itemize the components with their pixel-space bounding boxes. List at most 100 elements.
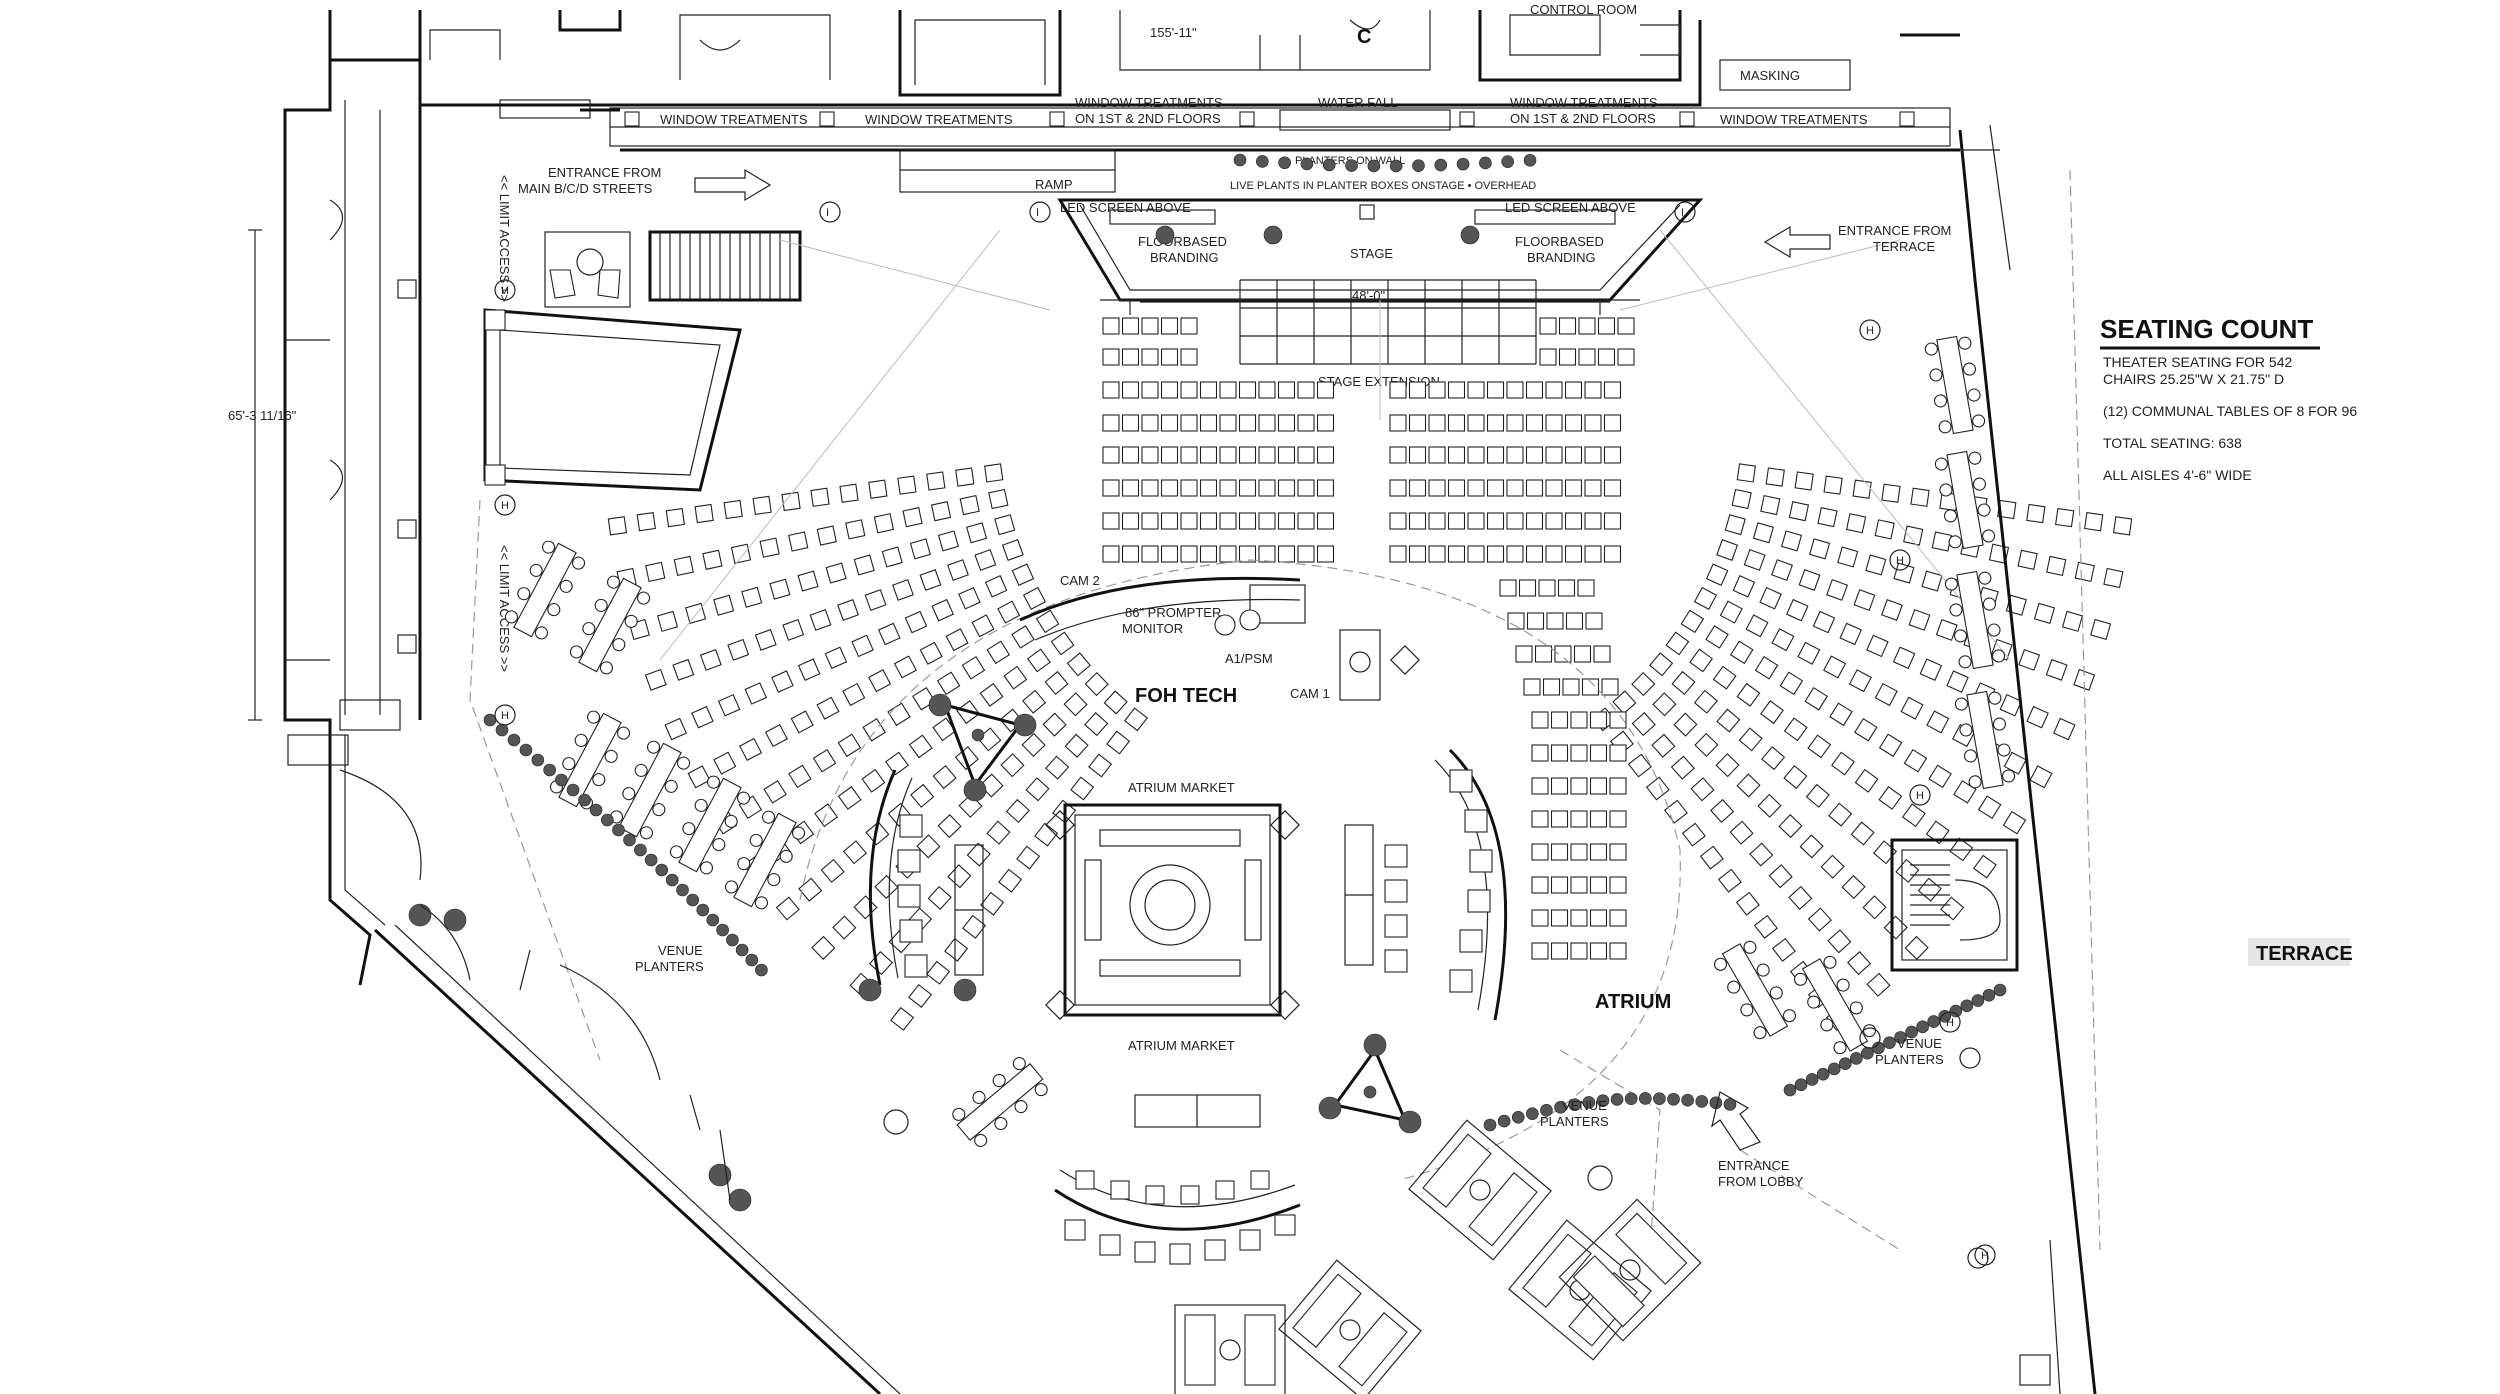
theater-chair [1829,702,1853,727]
table-chair [1978,571,1992,585]
sofa [1244,1314,1276,1386]
planter [589,803,603,817]
window-treatments-4: WINDOW TREATMENTS [1510,95,1658,110]
theater-chair [1609,810,1627,828]
window-treatments-2: WINDOW TREATMENTS [865,112,1013,127]
table-chair [1012,1057,1026,1071]
theater-chair [2061,610,2084,632]
theater-chair [1121,317,1140,335]
communal-table [1793,955,1877,1055]
table-chair [1939,483,1953,497]
theater-chair [1518,579,1537,597]
theater-chair [878,622,901,646]
venue-planters-right: VENUE [1897,1036,1942,1051]
lounge-group [1278,1259,1422,1394]
theater-chair [1783,764,1808,790]
left-building [283,10,620,780]
theater-chair [2074,561,2095,583]
theater-chair [1919,658,1943,681]
table-chair [1929,368,1943,382]
theater-chair [947,559,969,581]
theater-chair [816,525,837,546]
table-chair [1769,986,1783,1000]
theater-chair [930,501,952,522]
theater-chair [2084,512,2104,532]
theater-chair [1160,414,1179,432]
planter [1949,1004,1963,1018]
theater-chair [1545,381,1563,399]
theater-chair [1735,891,1760,916]
theater-chair [1603,479,1622,497]
table-chair [586,710,601,724]
theater-chair [1665,631,1690,656]
theater-chair [798,877,823,902]
theater-chair [730,543,752,564]
marker-text: H [1981,1250,1989,1262]
theater-chair [988,488,1009,510]
table-chair [1943,509,1958,523]
foh-tech-label: FOH TECH [1135,685,1237,707]
theater-chair [1972,854,1997,879]
table-top [733,812,797,908]
planter [601,813,614,827]
theater-chair [1799,834,1824,859]
center-aisle-seating-column [1499,579,1627,960]
planter [1582,1096,1596,1109]
theater-chair [1428,446,1446,464]
planter [1456,157,1470,171]
sofa [1422,1133,1492,1208]
theater-chair [927,885,952,910]
theater-chair [1743,549,1766,571]
terrace-tag-bg [2248,938,2350,966]
theater-chair [1506,446,1524,464]
table-chair [1958,336,1972,350]
theater-chair [947,864,972,889]
bar-stool [1239,1229,1261,1251]
theater-chair [1820,854,1845,879]
theater-chair [1558,348,1577,366]
theater-chair [2052,717,2076,741]
marker-text: H [501,500,509,512]
bar-stool [1384,949,1408,973]
theater-chair [1199,479,1218,497]
theater-chair [1649,652,1674,677]
planter [1861,1046,1874,1060]
table-chair [624,614,638,628]
planter [1850,1052,1863,1065]
planter [1155,225,1175,245]
communal-table [1713,940,1797,1040]
theater-chair [1102,317,1120,335]
bar-stool [1215,1180,1235,1200]
table-top [1966,690,2004,790]
theater-chair [864,589,887,611]
theater-chair [1005,798,1030,824]
theater-chair [994,514,1016,536]
planter [555,773,568,787]
theater-chair [1389,512,1407,530]
sofa [1615,1212,1688,1285]
theater-chair [1070,776,1095,801]
theater-chair [974,549,997,571]
theater-chair [1102,545,1120,563]
theater-chair [1826,579,1849,601]
theater-chair [788,764,812,789]
table-chair [1833,1041,1847,1055]
planter [858,978,882,1002]
theater-chair [727,638,750,661]
window-treatments-4-sub: ON 1ST & 2ND FLOORS [1510,111,1656,126]
theater-chair [1389,414,1407,432]
theater-chair [1160,381,1179,399]
theater-chair [1297,446,1315,464]
theater-chair [1570,909,1588,927]
theater-chair [1506,381,1524,399]
theater-chair [932,764,957,790]
theater-chair [1238,512,1257,530]
table-top [1936,335,1974,435]
theater-chair [966,522,988,544]
planter [1681,1093,1694,1107]
theater-chair [1809,538,1831,560]
theater-chair [868,479,888,499]
theater-chair [1316,545,1335,563]
planter [1483,1118,1497,1132]
